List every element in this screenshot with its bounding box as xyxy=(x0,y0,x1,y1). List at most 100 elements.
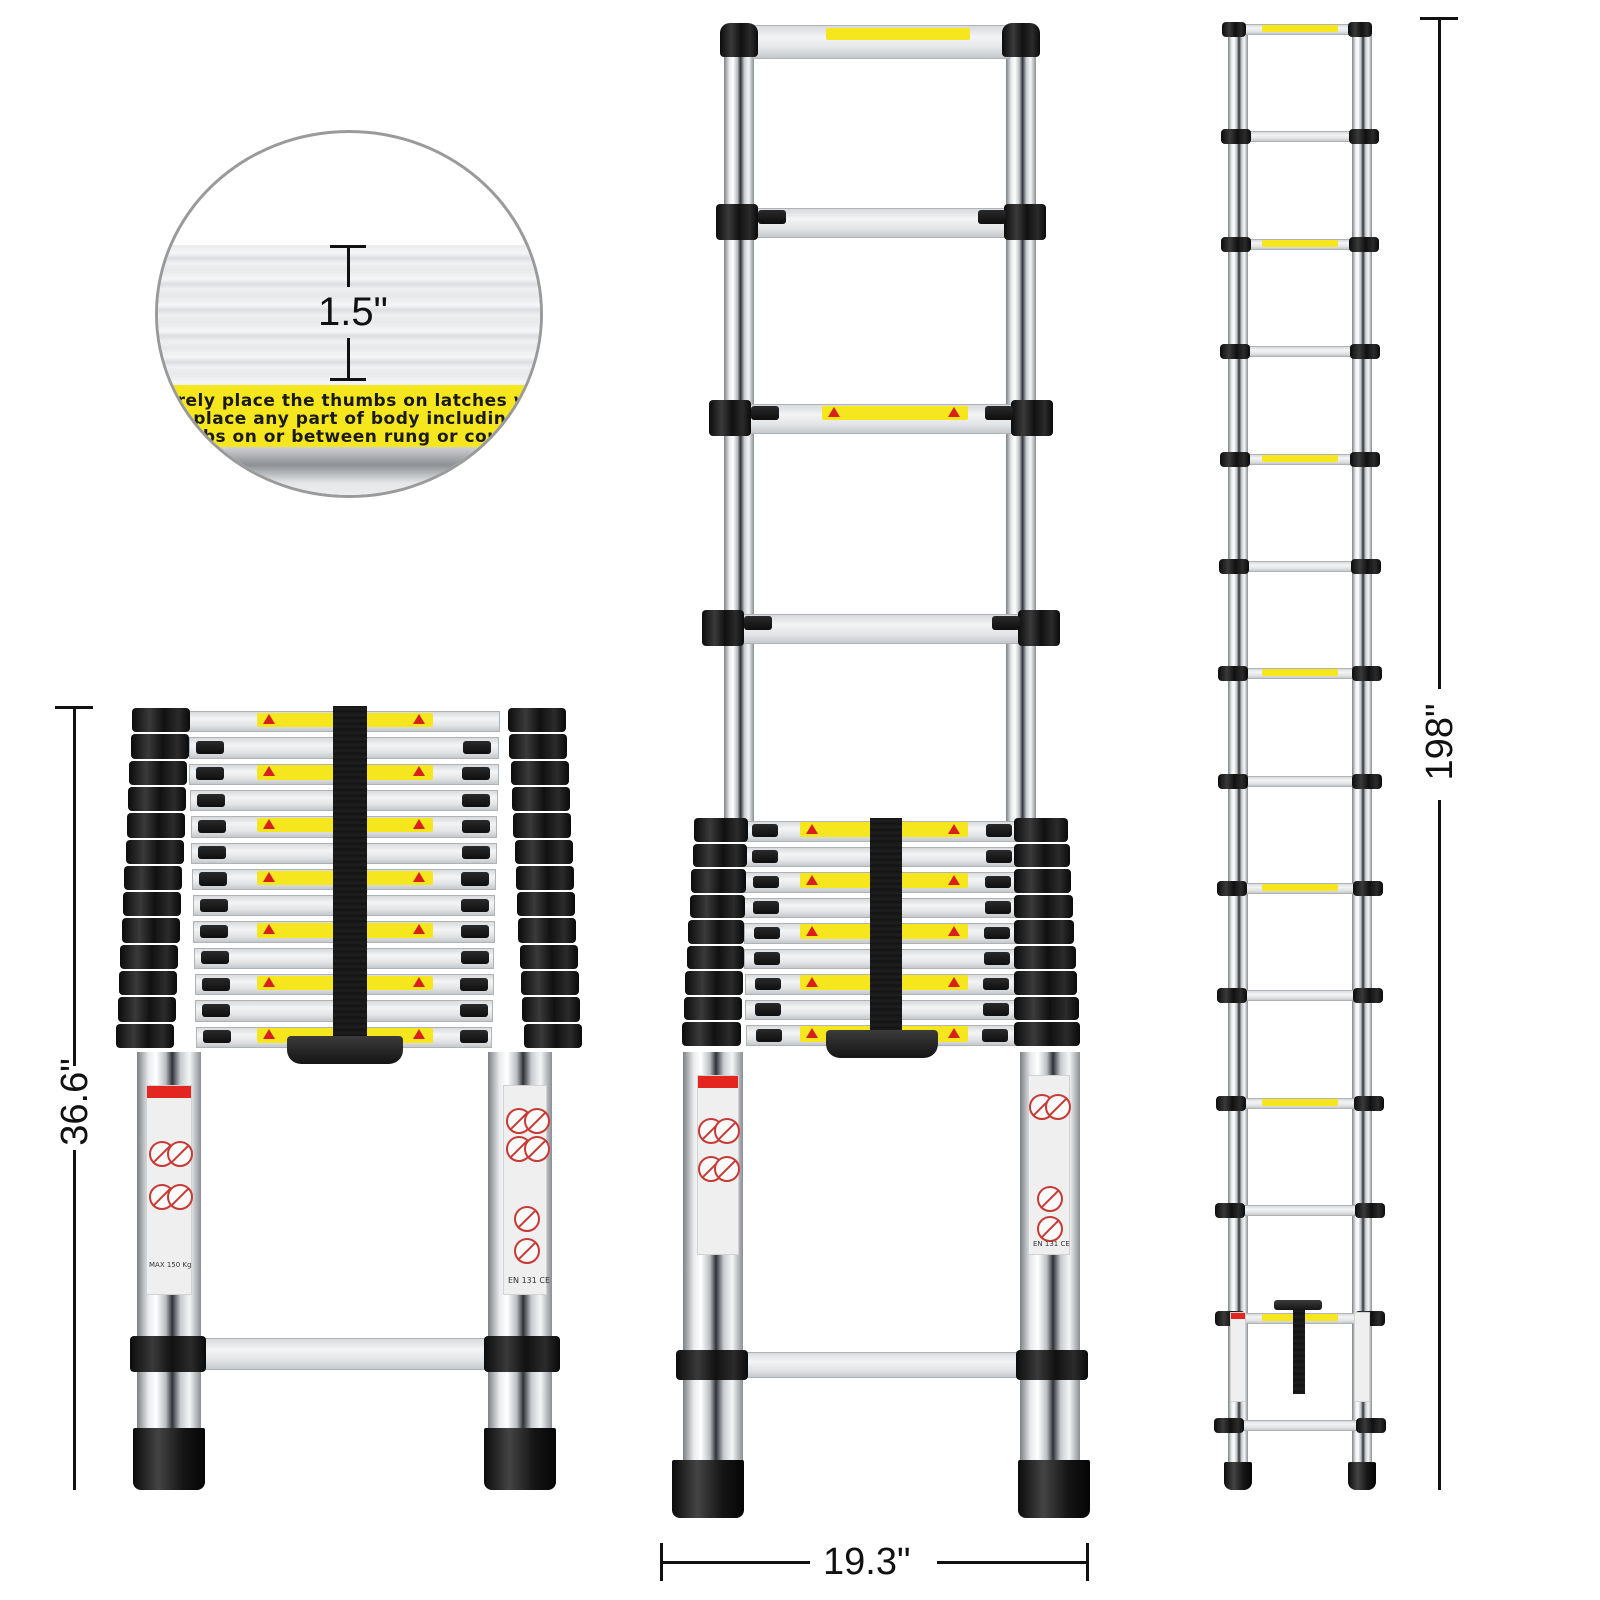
latch-button xyxy=(461,898,490,912)
latch-button xyxy=(196,793,225,807)
rung-sleeve xyxy=(1014,945,1076,970)
rung-sleeve xyxy=(126,813,185,838)
latch-button xyxy=(460,1003,489,1018)
rung-sleeve xyxy=(1349,344,1380,360)
rung-sleeve xyxy=(1014,996,1079,1021)
latch-button xyxy=(753,926,780,940)
latch-button xyxy=(752,824,778,838)
warning-triangle-icon xyxy=(948,926,960,937)
warning-triangle-icon xyxy=(806,823,818,834)
rung-sleeve xyxy=(130,1336,206,1372)
carry-handle[interactable] xyxy=(287,1036,403,1064)
warning-line-3: umbs on or between rung or couplin xyxy=(172,427,538,447)
dim-cap-right xyxy=(1086,1543,1089,1581)
warning-triangle-icon xyxy=(806,977,818,988)
rung-sleeve xyxy=(691,869,747,893)
rung xyxy=(1238,346,1362,358)
dim-line-bottom xyxy=(73,1150,76,1490)
latch-button xyxy=(986,824,1012,838)
prohibition-icon xyxy=(1037,1216,1063,1242)
warning-triangle-icon xyxy=(413,871,425,882)
rung-sleeve xyxy=(519,944,578,970)
extended-height-label: 198" xyxy=(1419,703,1461,781)
rubber-foot-left xyxy=(133,1428,205,1490)
rung-sleeve xyxy=(1354,1203,1385,1219)
rung-sleeve xyxy=(1014,818,1068,842)
rung-sleeve xyxy=(1353,988,1384,1004)
rung-sleeve xyxy=(1218,666,1249,682)
latch-button xyxy=(983,952,1010,965)
rung-sleeve xyxy=(1221,129,1252,145)
latch-button xyxy=(758,210,786,224)
warning-label xyxy=(1262,25,1338,32)
rung-sleeve xyxy=(1219,451,1250,467)
bottom-rung xyxy=(200,1338,490,1370)
latch-button xyxy=(202,1030,231,1044)
rung-sleeve xyxy=(1219,558,1249,574)
rung xyxy=(1235,775,1365,787)
latch-button xyxy=(985,875,1012,889)
rung-sleeve xyxy=(522,997,581,1022)
warning-triangle-icon xyxy=(948,1028,960,1039)
latch-button xyxy=(197,819,226,833)
warning-triangle-icon xyxy=(263,1029,275,1040)
rung xyxy=(1234,990,1366,1002)
dim-cap-bottom xyxy=(330,378,366,381)
dim-line-top xyxy=(1438,17,1441,689)
rubber-foot-right xyxy=(1348,1462,1376,1490)
warning-triangle-icon xyxy=(263,924,275,935)
rung-sleeve xyxy=(121,918,180,943)
latch-button xyxy=(992,616,1020,630)
rung-sleeve xyxy=(682,1022,741,1046)
rung-sleeve xyxy=(1352,881,1383,897)
carry-strap[interactable] xyxy=(333,706,367,1046)
width-label: 19.3" xyxy=(823,1541,911,1583)
rung-sleeve xyxy=(119,971,177,996)
safety-sticker-right: EN 131 CE xyxy=(503,1085,550,1295)
rung-sleeve xyxy=(128,786,187,812)
latch-button xyxy=(752,849,779,863)
rung-sleeve xyxy=(513,813,572,838)
rung-depth-magnifier: 1.5" urely place the thumbs on latches w… xyxy=(155,130,543,498)
latch-button xyxy=(982,1028,1009,1042)
rung-sleeve xyxy=(685,971,743,995)
warning-triangle-icon xyxy=(948,823,960,834)
latch-button xyxy=(196,767,225,781)
latch-button xyxy=(198,846,227,860)
rung-depth-label: 1.5" xyxy=(318,290,388,334)
warning-triangle-icon xyxy=(806,926,818,937)
rung-sleeve xyxy=(1217,773,1248,789)
latch-button xyxy=(459,1030,488,1044)
warning-triangle-icon xyxy=(413,924,425,935)
carry-handle[interactable] xyxy=(826,1030,938,1058)
dim-line-bottom xyxy=(1438,800,1441,1490)
carry-strap[interactable] xyxy=(870,818,902,1048)
carry-handle[interactable] xyxy=(1274,1300,1322,1310)
prohibition-icon xyxy=(167,1184,193,1210)
warning-label xyxy=(826,28,970,40)
rung-sleeve xyxy=(509,734,568,759)
rubber-foot-left xyxy=(1224,1462,1252,1490)
warning-label-closeup: urely place the thumbs on latches whe ot… xyxy=(158,385,540,447)
rubber-foot-right xyxy=(484,1428,556,1490)
sticker-red-band xyxy=(1231,1313,1245,1319)
rung-sleeve xyxy=(1351,666,1382,682)
rung-sleeve xyxy=(1014,920,1074,944)
rung-sleeve xyxy=(1222,22,1246,37)
rung-sleeve xyxy=(683,996,742,1021)
warning-line-2: ot place any part of body including h xyxy=(166,409,539,429)
latch-button xyxy=(201,977,230,991)
sticker-red-band xyxy=(698,1076,738,1088)
bottom-rung xyxy=(740,1352,1024,1378)
rung-sleeve xyxy=(124,865,183,891)
warning-triangle-icon xyxy=(413,713,425,724)
rung-sleeve xyxy=(688,920,745,944)
prohibition-icon xyxy=(1037,1186,1063,1212)
carry-strap[interactable] xyxy=(1293,1302,1305,1394)
rung-sleeve xyxy=(484,1336,560,1372)
warning-triangle-icon xyxy=(263,766,275,777)
rung-sleeve xyxy=(517,892,576,917)
warning-triangle-icon xyxy=(413,766,425,777)
warning-triangle-icon xyxy=(413,976,425,987)
safety-sticker-right xyxy=(1354,1312,1370,1402)
